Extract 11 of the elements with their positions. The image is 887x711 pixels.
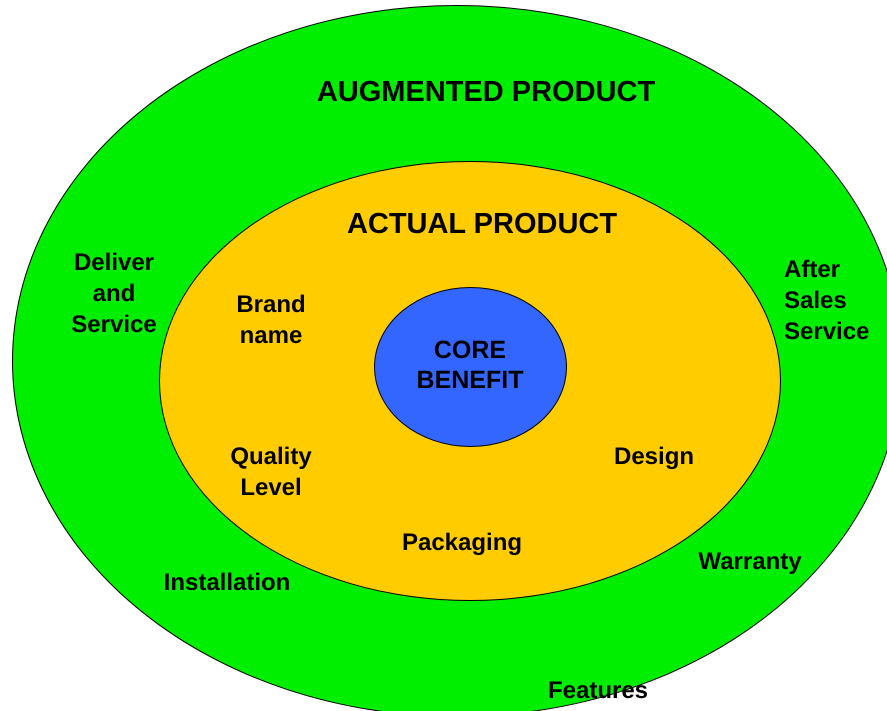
ring-title: AUGMENTED PRODUCT (316, 76, 656, 108)
attribute-label: Design (614, 442, 694, 472)
attribute-label: Warranty (698, 547, 802, 577)
attribute-label: Brand name (235, 290, 307, 351)
attribute-label: Quality Level (229, 442, 313, 503)
attribute-label: Packaging (402, 528, 522, 558)
ring-title: CORE BENEFIT (416, 335, 524, 395)
attribute-label: Installation (164, 568, 290, 598)
attribute-label: After Sales Service (784, 255, 870, 347)
ring-title: ACTUAL PRODUCT (346, 208, 618, 240)
attribute-label: Deliver and Service (70, 248, 158, 340)
